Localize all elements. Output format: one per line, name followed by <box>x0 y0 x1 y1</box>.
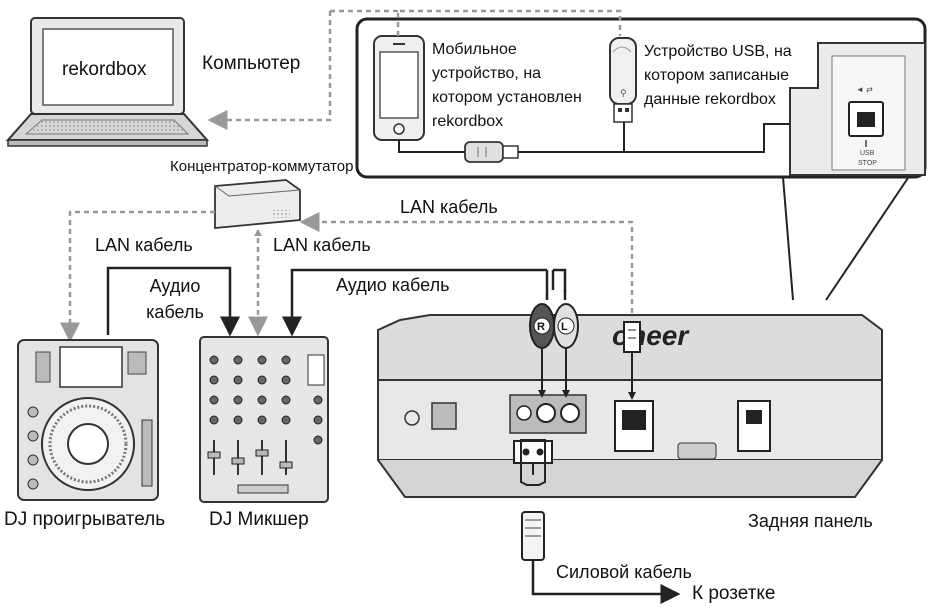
laptop-icon <box>5 17 210 147</box>
usb-cable-plug-icon <box>464 141 519 163</box>
svg-text:◄ ⇄: ◄ ⇄ <box>856 85 873 94</box>
rear-panel-label: Задняя панель <box>748 511 873 531</box>
dj-player-label: DJ проигрыватель <box>4 509 166 530</box>
plug-l-label: L <box>561 321 568 333</box>
plug-r-label: R <box>537 321 545 333</box>
lan-plug-icon <box>623 321 641 400</box>
audio-cable-left-label: Аудио кабель <box>146 276 204 322</box>
smartphone-icon <box>373 35 425 141</box>
network-hub-icon <box>214 179 301 229</box>
lan-cable-mid-label: LAN кабель <box>273 235 371 255</box>
audio-cable-right-label: Аудио кабель <box>336 275 450 295</box>
dj-player-icon <box>17 339 159 501</box>
power-plug-icon <box>520 439 681 604</box>
mobile-device-label: Мобильное устройство, на котором установ… <box>432 41 582 130</box>
usb-device-label: Устройство USB, на котором записаные дан… <box>644 43 792 108</box>
laptop-screen-label: rekordbox <box>62 59 147 80</box>
lan-cable-left-label: LAN кабель <box>95 235 193 255</box>
hub-label: Концентратор-коммутатор <box>170 158 354 175</box>
lan-cable-top-label: LAN кабель <box>400 197 498 217</box>
rca-plug-icon: R L <box>529 268 579 398</box>
svg-text:⚲: ⚲ <box>620 88 627 98</box>
rear-panel-icon: oneer <box>377 314 883 498</box>
usb-stick-icon: ⚲ <box>609 37 637 123</box>
svg-text:USB: USB <box>860 150 875 157</box>
power-cable-label: Силовой кабель <box>556 562 692 582</box>
computer-label: Компьютер <box>202 53 301 74</box>
dj-mixer-label: DJ Микшер <box>209 509 309 530</box>
dj-mixer-icon <box>199 336 329 503</box>
rear-port-closeup-icon: ◄ ⇄ USB STOP <box>789 42 926 176</box>
svg-text:STOP: STOP <box>858 160 877 167</box>
outlet-label: К розетке <box>692 583 776 604</box>
